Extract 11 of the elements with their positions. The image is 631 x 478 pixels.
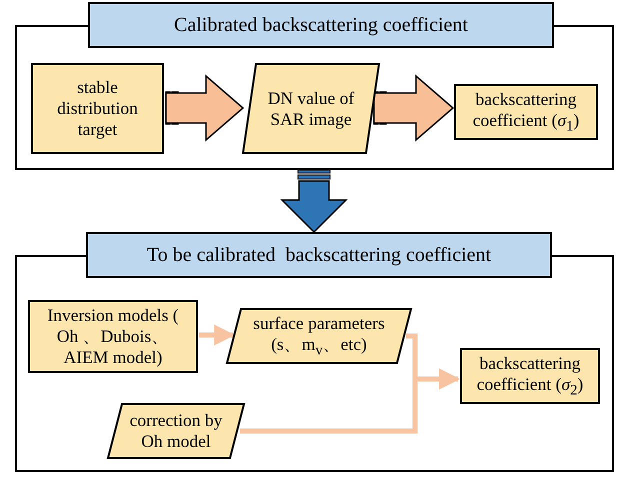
process-box: Inversion models ( Oh 、Dubois、 AIEM model) bbox=[28, 300, 198, 373]
process-box: stable distribution target bbox=[31, 63, 164, 154]
arrow bbox=[199, 324, 236, 346]
data-parallelogram: DN value of SAR image bbox=[242, 63, 380, 154]
process-box: backscattering coefficient (σ$_{1}$) bbox=[454, 84, 598, 140]
heading-box: To be calibrated backscattering coefficient bbox=[86, 232, 552, 278]
data-parallelogram: surface parameters (s、m$_{v}$、etc) bbox=[226, 308, 412, 364]
data-parallelogram: correction by Oh model bbox=[107, 403, 245, 459]
heading-box: Calibrated backscattering coefficient bbox=[88, 2, 554, 48]
process-box: backscattering coefficient (σ$_{2}$) bbox=[460, 348, 600, 404]
arrow bbox=[240, 368, 460, 434]
